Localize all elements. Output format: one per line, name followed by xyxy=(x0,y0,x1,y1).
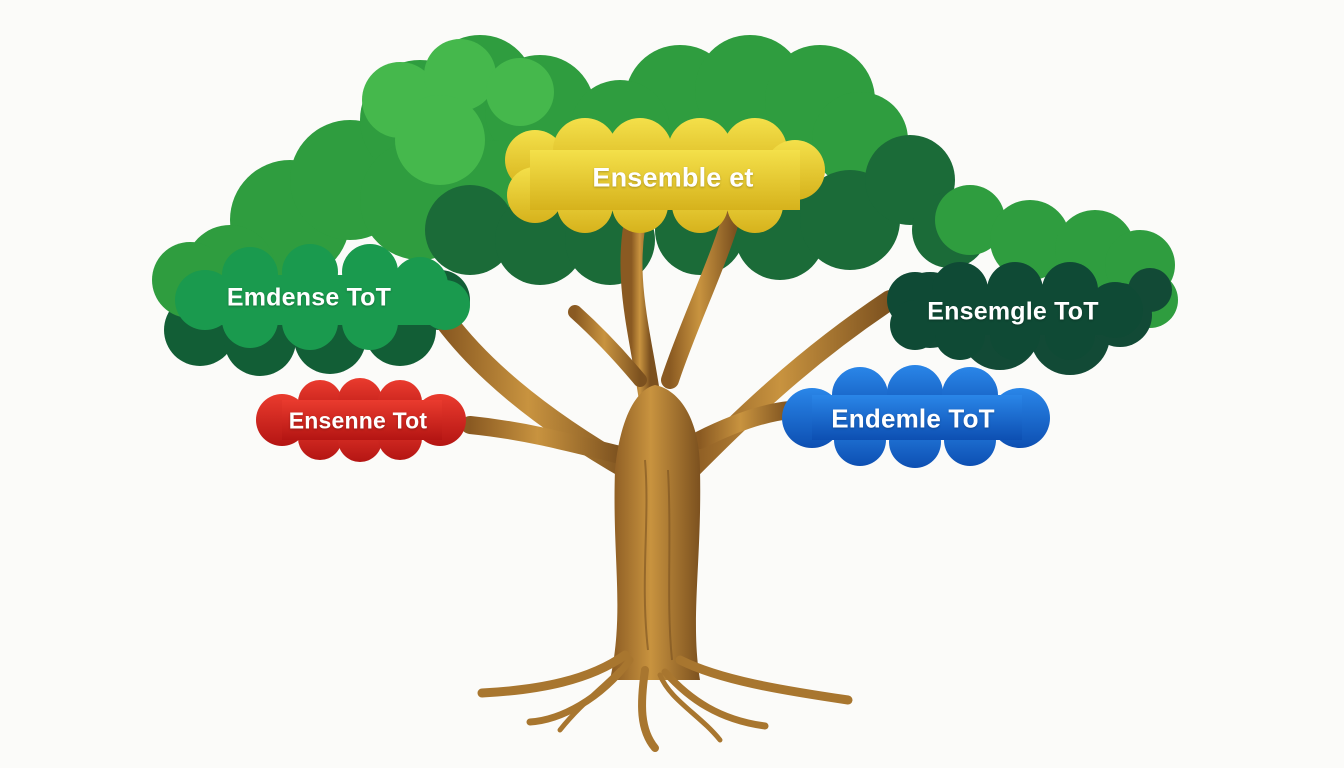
node-top-label: Ensemble et xyxy=(592,162,754,193)
node-top xyxy=(505,118,825,233)
node-left-label: Emdense ToT xyxy=(226,283,392,312)
node-left-lower-label: Ensenne Tot xyxy=(288,407,428,434)
node-left-lower xyxy=(256,378,466,462)
node-right-lower-label: Endemle ToT xyxy=(831,403,995,434)
node-right-upper xyxy=(887,262,1143,360)
node-right-upper-label: Ensemgle ToT xyxy=(927,297,1099,326)
node-left xyxy=(175,244,470,350)
node-right-lower xyxy=(782,365,1050,468)
roots-icon xyxy=(477,650,853,752)
